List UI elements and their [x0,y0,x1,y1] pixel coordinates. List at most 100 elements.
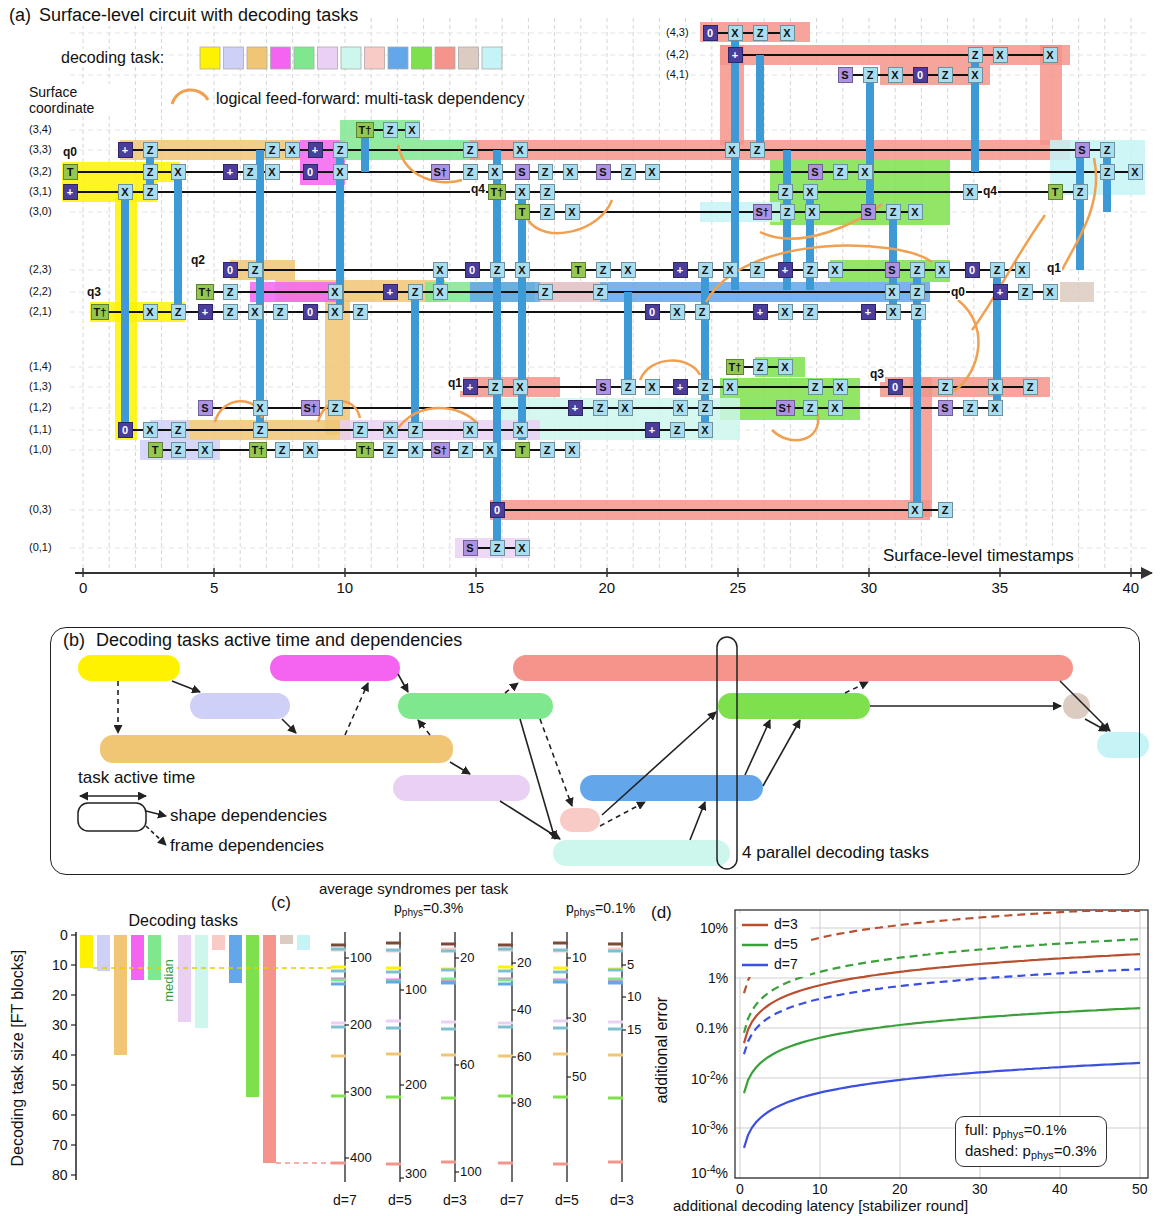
gate-box: T [148,442,163,458]
task-band [720,45,1070,65]
gate-box: Z [1073,184,1088,200]
syndrome-mark [386,1020,401,1023]
text-label: 40 [51,1047,69,1063]
syndrome-mark [386,1096,401,1099]
gate-box: Z [778,184,793,200]
syndrome-mark [331,944,346,947]
task-swatch [482,47,502,69]
task-band [700,22,810,42]
text-label: 10% [699,920,729,936]
text-label: q3 [869,368,885,382]
syndrome-mark [553,950,568,953]
label-text: 10 [337,579,354,596]
gate-box: X [1015,262,1030,278]
label-text: 15 [627,1022,641,1037]
gate-box: X [265,164,280,180]
label-text: q2 [191,253,205,267]
task-bar [212,935,225,950]
gate-box: Z [171,304,186,320]
syndrome-mark [553,1096,568,1099]
label-text: q3 [870,367,884,381]
text-label: 200 [404,1078,428,1093]
text-label: additional decoding latency [stabilizer … [672,1197,969,1214]
gate-box: Z [833,164,848,180]
gate-box: S† [776,400,795,416]
syndrome-mark [608,1054,623,1057]
label-text: 0 [79,579,87,596]
gate-box: Z [540,204,555,220]
gate-box: X [171,164,186,180]
gate-box: 0 [888,379,903,395]
text-label: 70 [51,1137,69,1153]
syndrome-mark [498,949,513,952]
label-text: 30 [572,1010,586,1025]
gate-box: Z [408,422,423,438]
max-line [276,1162,331,1164]
gate-box: S [1075,142,1090,158]
gate-box: Z [963,400,978,416]
task-pill [393,775,530,801]
panel-title: (b) [63,630,85,651]
label-text: shape dependencies [170,806,327,825]
gate-box: X [1043,47,1058,63]
label-text: phys [402,907,423,918]
gate-box: X [1043,284,1058,300]
label-text: 300 [405,1166,427,1181]
grid-line [70,510,1148,511]
task-bar [229,935,242,983]
shape-dependency-arrow [172,681,200,692]
syndrome-mark [608,968,623,971]
gate-box: S† [301,400,320,416]
label-text: p [394,900,402,916]
gate-box: 0 [703,25,718,41]
label-text: (1,2) [29,401,52,413]
label-text: 5 [210,579,218,596]
grid-line [161,18,162,568]
gate-box: X [483,442,498,458]
syndrome-mark [331,949,346,952]
text-label: 20 [598,579,617,596]
task-swatch [435,47,455,69]
syndrome-mark [498,1022,513,1025]
syndrome-mark [331,979,346,982]
label-text: 10% [700,920,728,936]
error-curve [744,969,1140,1054]
axis-tick [71,1144,76,1145]
text-label: 20 [459,951,475,966]
gate-box: S [885,262,900,278]
syndrome-mark [386,980,401,983]
text-label: 10-3% [690,1120,729,1137]
task-swatch [341,47,361,69]
gate-box: X [408,442,423,458]
gate-box: S [838,67,853,83]
label-text: 15 [468,579,485,596]
text-label: (4,1) [665,68,690,81]
text-label: (1,3) [28,380,53,393]
text-label: 35 [991,579,1010,596]
qubit-wire [522,211,915,213]
text-label: 50 [571,1070,587,1085]
text-label: median [161,958,176,1003]
legend-text: full: p [965,1121,1001,1138]
gate-box: Z [990,262,1005,278]
gate-box: X [333,164,348,180]
syndrome-mark [441,943,456,946]
gate-box: X [833,379,848,395]
lattice-surgery-bar [1103,150,1111,212]
label-text: % [716,1121,728,1137]
text-label: 0.1% [695,1020,729,1036]
text-label: 100 [404,983,428,998]
label-text: p [566,900,574,916]
text-label: 0 [59,927,69,943]
label-text: (3,3) [29,143,52,155]
axis-tick [71,1114,76,1115]
syndrome-mark [386,971,401,974]
feed-forward-curve [760,204,882,239]
label-text: Surface-level timestamps [883,546,1074,565]
gate-box: Z [750,142,765,158]
gate-box: Z [750,262,765,278]
gate-box: Z [698,379,713,395]
label-text: additional error [653,997,670,1104]
syndrome-mark [498,983,513,986]
gate-box: X [433,284,448,300]
